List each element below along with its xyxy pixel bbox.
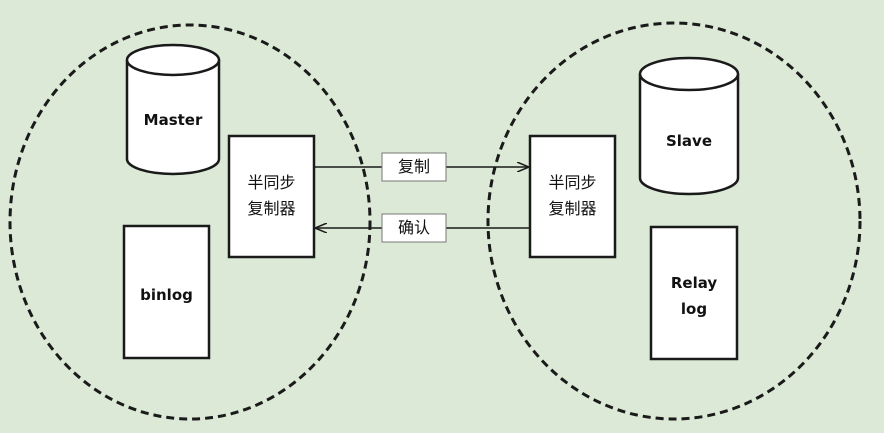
binlog-label: binlog: [140, 286, 193, 304]
binlog-box: [122, 224, 211, 360]
ack-label: 确认: [397, 218, 430, 237]
master-replicator-box: [227, 134, 316, 259]
master-group-boundary: [8, 23, 372, 421]
replicate-label-box: [381, 152, 447, 182]
slave-replicator-label: 半同步 复制器: [548, 173, 597, 218]
relay-log-label: Relay log: [670, 274, 718, 318]
relay-log-box: [649, 225, 739, 361]
master-replicator-label: 半同步 复制器: [247, 173, 296, 218]
ack-label-box: [381, 213, 447, 243]
master-database-icon: [125, 43, 221, 176]
slave-group-boundary: [486, 21, 862, 421]
replicate-label: 复制: [397, 157, 430, 176]
master-db-label: Master: [143, 111, 203, 129]
slave-db-label: Slave: [665, 132, 713, 150]
slave-database-icon: [638, 56, 740, 196]
slave-replicator-box: [528, 134, 617, 259]
